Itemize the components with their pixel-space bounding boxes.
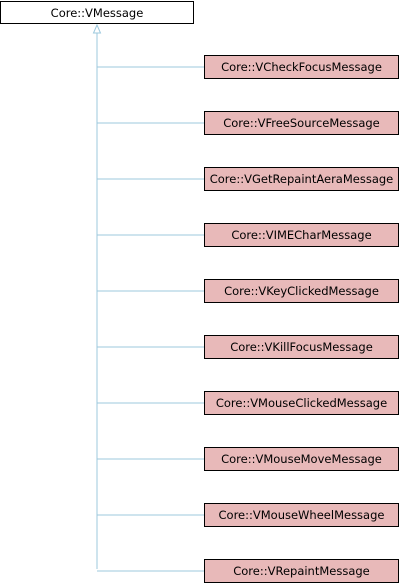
class-node-vkillfocusmessage[interactable]: Core::VKillFocusMessage — [204, 335, 399, 359]
class-node-vgetrepaintaeramessage[interactable]: Core::VGetRepaintAeraMessage — [204, 167, 399, 191]
class-node-vmouseclickedmessage[interactable]: Core::VMouseClickedMessage — [204, 391, 399, 415]
class-node-vrepaintmessage[interactable]: Core::VRepaintMessage — [204, 559, 399, 583]
class-node-vmousewheelmessage[interactable]: Core::VMouseWheelMessage — [204, 503, 399, 527]
class-node-vimecharmessage[interactable]: Core::VIMECharMessage — [204, 223, 399, 247]
class-node-vmessage[interactable]: Core::VMessage — [0, 1, 194, 24]
class-node-vmousemovemessage[interactable]: Core::VMouseMoveMessage — [204, 447, 399, 471]
connector-group — [97, 66, 204, 572]
class-node-vcheckfocusmessage[interactable]: Core::VCheckFocusMessage — [204, 55, 399, 79]
class-node-vkeyclickedmessage[interactable]: Core::VKeyClickedMessage — [204, 279, 399, 303]
arrow-head — [92, 23, 102, 34]
class-node-vfreesourcemessage[interactable]: Core::VFreeSourceMessage — [204, 111, 399, 135]
